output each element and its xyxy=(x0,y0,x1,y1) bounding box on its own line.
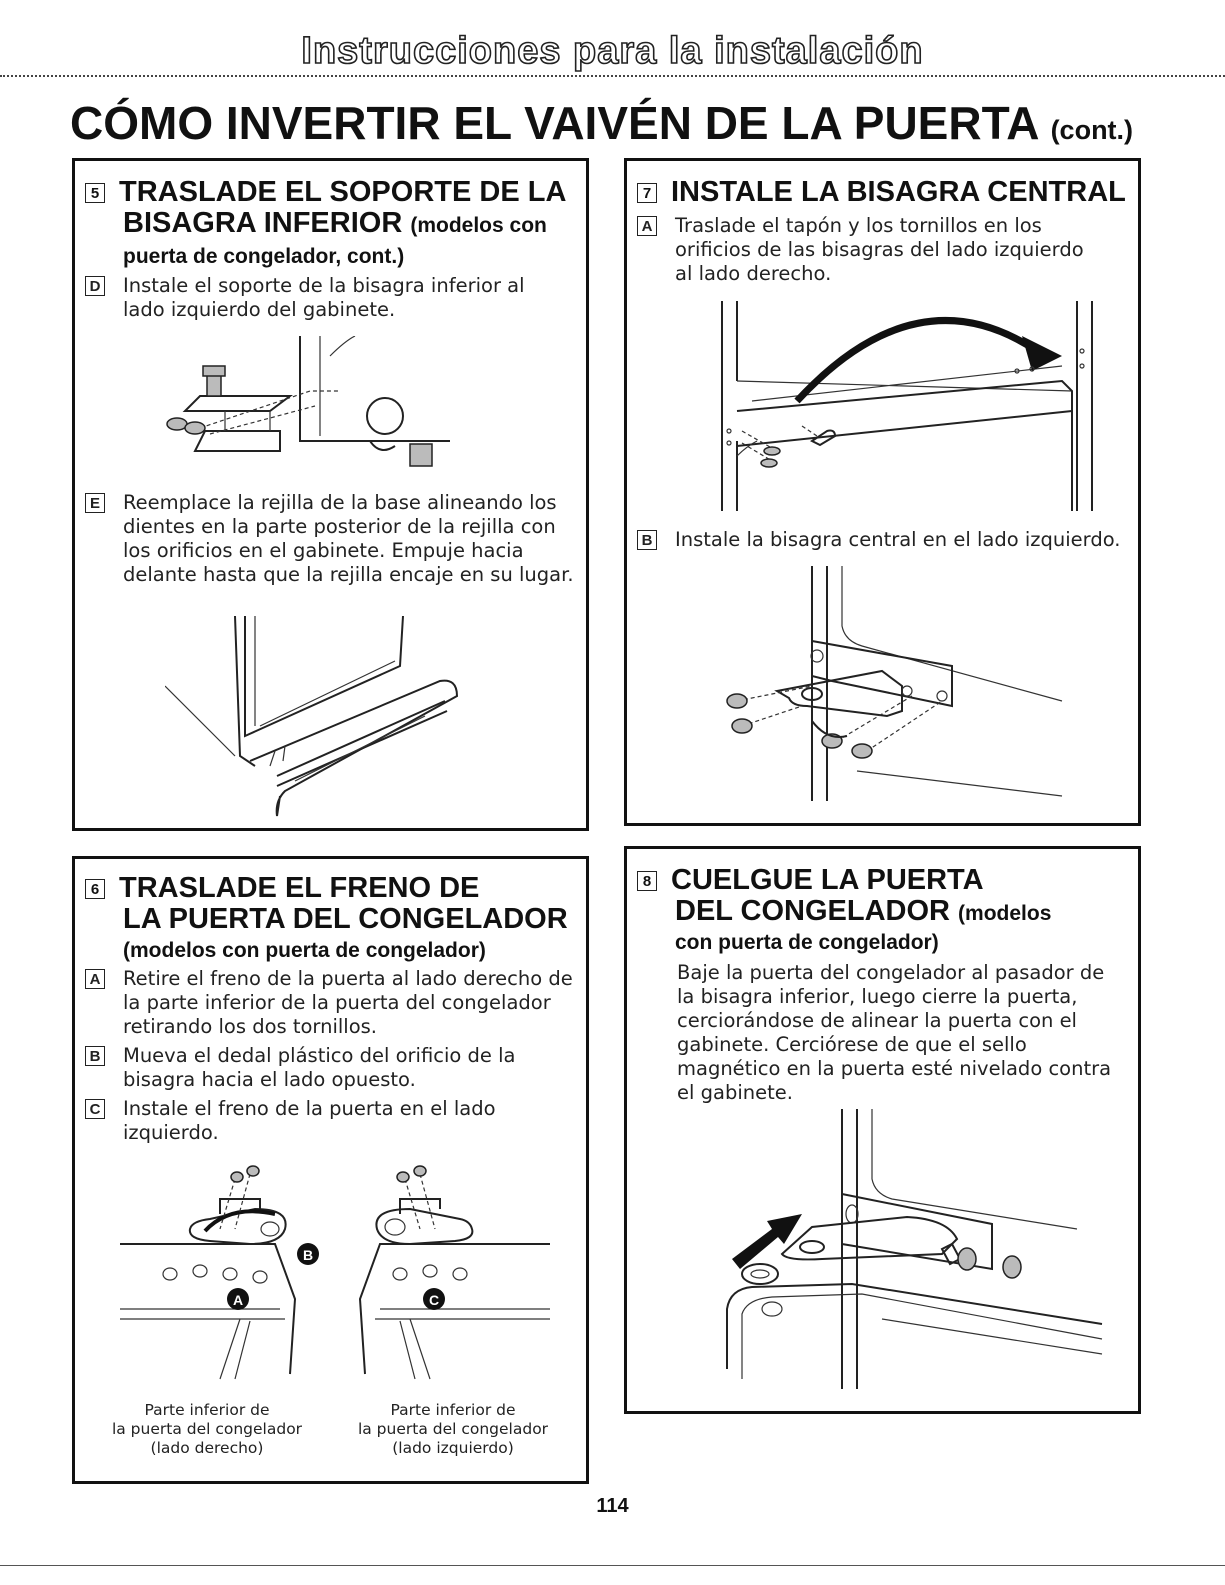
section-7-title-text: INSTALE LA BISAGRA CENTRAL xyxy=(671,176,1126,208)
header-divider xyxy=(0,75,1225,80)
base-grille-illustration xyxy=(165,616,459,817)
step-text: Retire el freno de la puerta al lado der… xyxy=(123,967,573,1038)
section-5-step-e: E Reemplace la rejilla de la base alinea… xyxy=(85,491,575,587)
step-letter: E xyxy=(85,493,105,513)
section-5-box: 5 TRASLADE EL SOPORTE DE LA BISAGRA INFER… xyxy=(72,158,589,831)
section-8-title-line2-small: (modelos xyxy=(958,902,1052,925)
section-5-subtitle: puerta de congelador, cont.) xyxy=(123,245,405,268)
page-title: CÓMO INVERTIR EL VAIVÉN DE LA PUERTA (co… xyxy=(70,96,1133,150)
page-title-suffix: (cont.) xyxy=(1050,115,1134,145)
badge-a: A xyxy=(233,1292,243,1308)
section-7-step-a: A Traslade el tapón y los tornillos en l… xyxy=(637,214,1107,286)
section-5-title-line2: BISAGRA INFERIOR xyxy=(123,207,403,239)
section-8-number: 8 xyxy=(637,871,657,892)
section-6-number: 6 xyxy=(85,879,105,900)
section-7-step-b: B Instale la bisagra central en el lado … xyxy=(637,528,1137,552)
badge-c: C xyxy=(429,1292,439,1308)
section-6-step-c: C Instale el freno de la puerta en el la… xyxy=(85,1097,525,1145)
section-6-step-a: A Retire el freno de la puerta al lado d… xyxy=(85,967,585,1039)
step-text: Traslade el tapón y los tornillos en los… xyxy=(675,214,1084,285)
caption-right-line2: la puerta del congelador xyxy=(357,1420,549,1438)
step-letter: C xyxy=(85,1099,105,1119)
section-6-subtitle: (modelos con puerta de congelador) xyxy=(123,939,486,962)
step-text: Mueva el dedal plástico del orificio de … xyxy=(123,1044,516,1091)
step-text: Instale la bisagra central en el lado iz… xyxy=(675,528,1121,551)
section-8-title-line2: DEL CONGELADOR xyxy=(675,895,950,927)
section-7-number: 7 xyxy=(637,183,657,204)
section-6-title-line1: TRASLADE EL FRENO DE xyxy=(119,872,480,904)
section-6-title: 6 TRASLADE EL FRENO DE LA PUERTA DEL CONG… xyxy=(85,873,585,935)
section-5-step-d: D Instale el soporte de la bisagra infer… xyxy=(85,274,555,322)
section-8-box: 8 CUELGUE LA PUERTA DEL CONGELADOR (model… xyxy=(624,846,1141,1414)
caption-right-line1: Parte inferior de xyxy=(390,1401,516,1419)
step-letter: B xyxy=(85,1046,105,1066)
step-text: Reemplace la rejilla de la base alineand… xyxy=(123,491,574,586)
page-title-text: CÓMO INVERTIR EL VAIVÉN DE LA PUERTA xyxy=(70,97,1038,149)
section-5-title-line1: TRASLADE EL SOPORTE DE LA xyxy=(119,176,567,208)
badge-b: B xyxy=(303,1247,313,1263)
caption-left-line3: (lado derecho) xyxy=(150,1439,264,1457)
section-5-number: 5 xyxy=(85,183,105,204)
step-letter: B xyxy=(637,530,657,550)
caption-left-line1: Parte inferior de xyxy=(144,1401,270,1419)
door-stop-illustration: A B C xyxy=(120,1165,550,1380)
section-7-box: 7 INSTALE LA BISAGRA CENTRAL A Traslade e… xyxy=(624,158,1141,826)
section-5-title-line2-small: (modelos con xyxy=(410,214,547,237)
page-header: Instrucciones para la instalación xyxy=(301,29,924,73)
section-6-title-line2: LA PUERTA DEL CONGELADOR xyxy=(123,903,568,935)
section-8-title-line1: CUELGUE LA PUERTA xyxy=(671,864,984,896)
section-7-title: 7 INSTALE LA BISAGRA CENTRAL xyxy=(637,177,1137,208)
section-8-title: 8 CUELGUE LA PUERTA DEL CONGELADOR (model… xyxy=(637,865,1137,929)
center-hinge-install-illustration xyxy=(726,566,1063,801)
bottom-divider xyxy=(0,1565,1225,1566)
step-text: Instale el soporte de la bisagra inferio… xyxy=(123,274,525,321)
section-8-subtitle: con puerta de congelador) xyxy=(675,931,939,954)
hinge-bracket-illustration xyxy=(166,336,450,467)
step-text: Instale el freno de la puerta en el lado… xyxy=(123,1097,496,1144)
section-6-box: 6 TRASLADE EL FRENO DE LA PUERTA DEL CONG… xyxy=(72,856,589,1484)
step-letter: D xyxy=(85,276,105,296)
step-letter: A xyxy=(85,969,105,989)
center-hinge-transfer-illustration xyxy=(721,301,1093,511)
step-letter: A xyxy=(637,216,657,236)
caption-right: Parte inferior de la puerta del congelad… xyxy=(333,1401,573,1458)
section-8-text: Baje la puerta del congelador al pasador… xyxy=(677,961,1112,1104)
caption-left: Parte inferior de la puerta del congelad… xyxy=(87,1401,327,1458)
hang-door-illustration xyxy=(726,1109,1103,1389)
section-6-step-b: B Mueva el dedal plástico del orificio d… xyxy=(85,1044,565,1092)
page-number: 114 xyxy=(596,1495,629,1517)
caption-right-line3: (lado izquierdo) xyxy=(392,1439,514,1457)
caption-left-line2: la puerta del congelador xyxy=(111,1420,303,1438)
section-5-title: 5 TRASLADE EL SOPORTE DE LA BISAGRA INFER… xyxy=(85,177,585,241)
